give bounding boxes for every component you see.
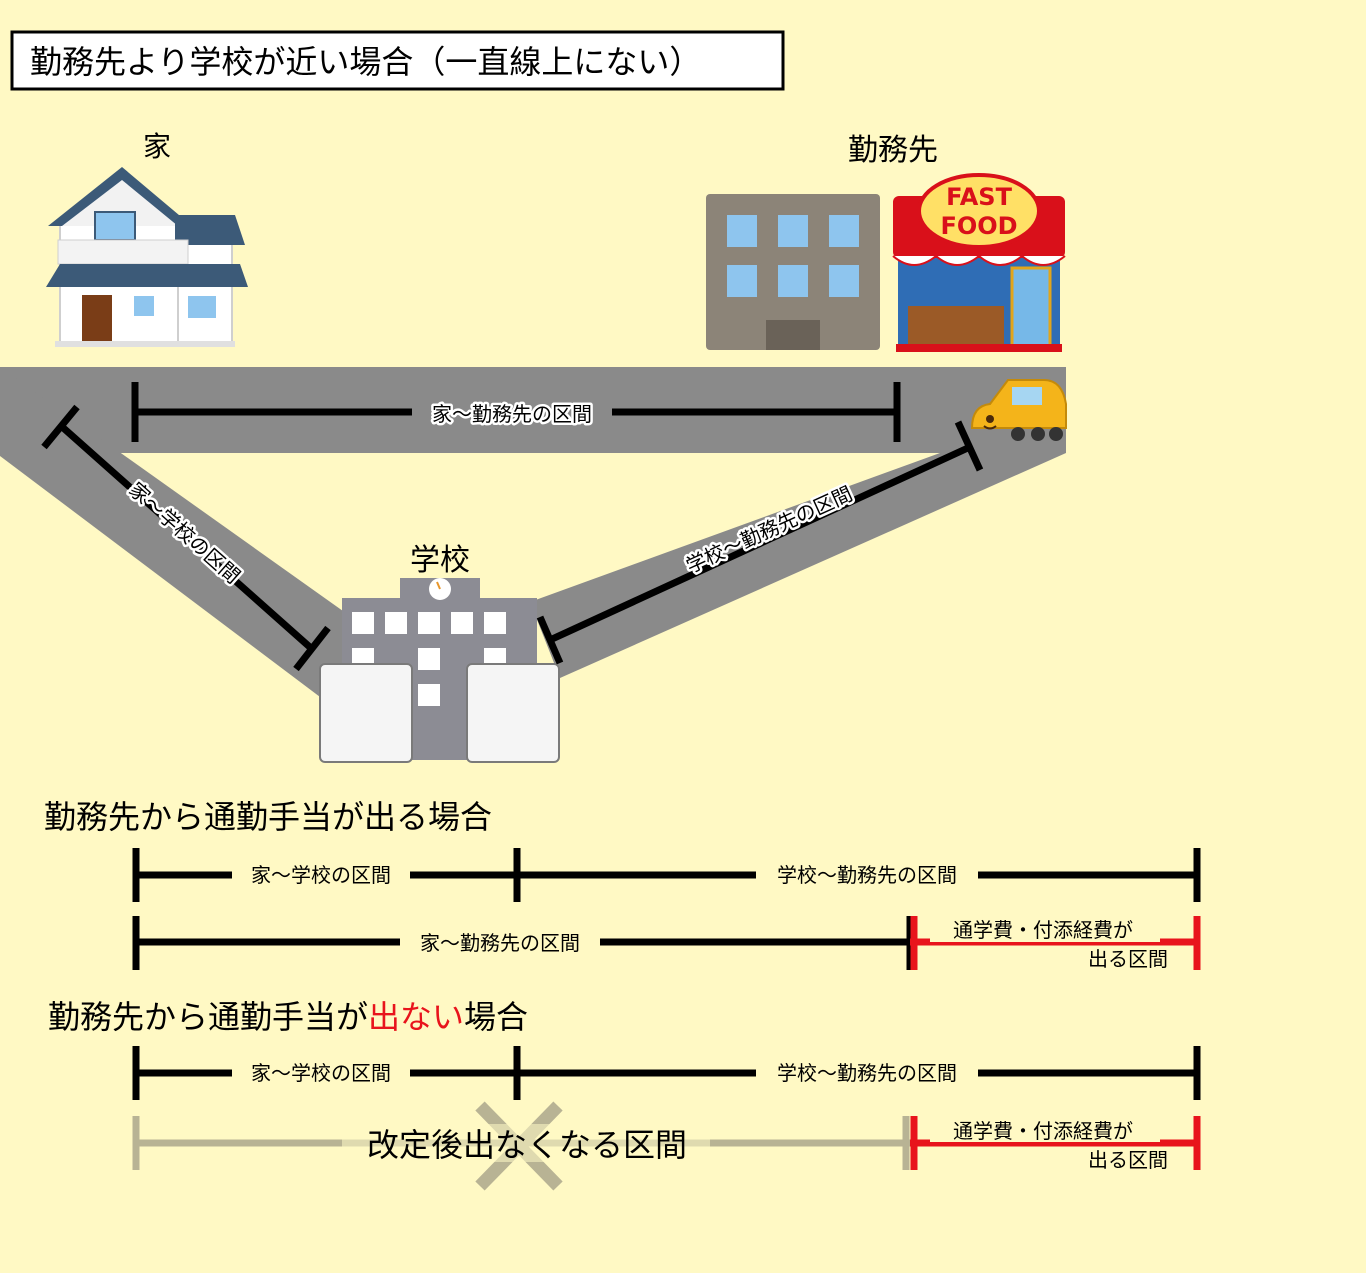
case2-heading-after: 場合 xyxy=(464,998,528,1036)
car-icon xyxy=(970,379,1067,441)
case1-row1: 家～学校の区間 学校～勤務先の区間 xyxy=(132,848,1201,902)
house-icon xyxy=(46,167,248,347)
case2-label-home-school: 家～学校の区間 xyxy=(251,1061,391,1085)
case1-label-home-school: 家～学校の区間 xyxy=(251,863,391,887)
school-label: 学校 xyxy=(410,543,470,578)
fast-food-shop-icon: FAST FOOD xyxy=(892,173,1066,352)
school-building-icon xyxy=(319,578,560,763)
case1-extra-line2: 出る区間 xyxy=(1088,947,1168,971)
case1-row2: 家～勤務先の区間 通学費・付添経費が 出る区間 xyxy=(132,916,1201,971)
case2-label-school-work: 学校～勤務先の区間 xyxy=(777,1061,957,1085)
case2-heading-highlight: 出ない xyxy=(368,998,464,1036)
case2-heading-before: 勤務先から通勤手当が xyxy=(48,998,368,1036)
map-bracket-home-work: 家～勤務先の区間 xyxy=(131,382,901,442)
home-label: 家 xyxy=(143,130,171,163)
work-label: 勤務先 xyxy=(848,133,938,168)
case1-label-home-work: 家～勤務先の区間 xyxy=(420,931,580,955)
road-right xyxy=(530,453,1066,678)
office-building-icon xyxy=(706,194,880,350)
shop-sign-line1: FAST xyxy=(946,183,1013,211)
case2-row2: 改定後出なくなる区間 通学費・付添経費が 出る区間 xyxy=(132,1101,1201,1191)
map-label-home-work: 家～勤務先の区間 xyxy=(432,402,592,426)
case2-removed-label: 改定後出なくなる区間 xyxy=(367,1126,687,1164)
case2-extra-line1: 通学費・付添経費が xyxy=(953,1119,1133,1143)
page-title: 勤務先より学校が近い場合（一直線上にない） xyxy=(30,43,701,81)
shop-sign-line2: FOOD xyxy=(940,212,1017,240)
case1-heading: 勤務先から通勤手当が出る場合 xyxy=(44,798,492,836)
case2-row1: 家～学校の区間 学校～勤務先の区間 xyxy=(132,1046,1201,1100)
case2-heading: 勤務先から通勤手当が出ない場合 xyxy=(48,998,528,1036)
case2-extra-line2: 出る区間 xyxy=(1088,1148,1168,1172)
title-box: 勤務先より学校が近い場合（一直線上にない） xyxy=(10,30,785,91)
case1-extra-line1: 通学費・付添経費が xyxy=(953,918,1133,942)
case1-label-school-work: 学校～勤務先の区間 xyxy=(777,863,957,887)
